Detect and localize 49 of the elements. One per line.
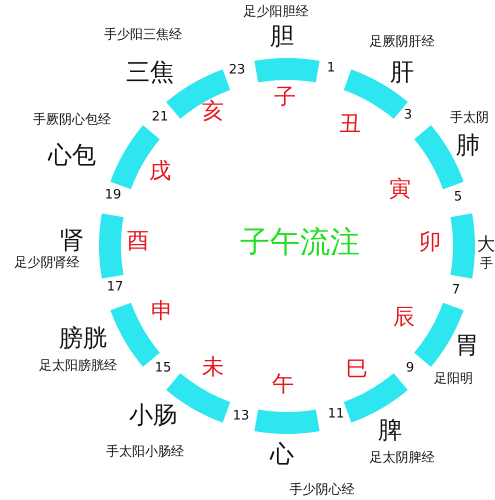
meridian-label: 手少阴心经 (290, 484, 354, 496)
hour-number: 23 (228, 64, 246, 76)
organ-label: 脾 (378, 418, 402, 442)
meridian-label: 手 (480, 258, 493, 270)
branch-character: 午 (272, 374, 294, 396)
hour-number: 21 (152, 110, 168, 124)
branch-character: 戌 (149, 161, 171, 183)
meridian-label: 手厥阴心包经 (33, 114, 111, 126)
hour-number: 3 (404, 108, 412, 122)
branch-character: 子 (274, 87, 296, 109)
organ-label: 心 (270, 442, 294, 466)
organ-label: 胆 (270, 24, 294, 48)
meridian-label: 手太阴 (450, 112, 489, 124)
branch-character: 酉 (127, 231, 149, 253)
hour-number: 1 (326, 62, 336, 74)
branch-character: 辰 (393, 307, 415, 329)
hour-number: 9 (406, 362, 414, 374)
meridian-label: 足厥阴肝经 (370, 36, 434, 48)
organ-label: 胃 (455, 333, 479, 357)
hour-number: 19 (104, 188, 122, 202)
diagram-title: 子午流注 (240, 228, 360, 258)
meridian-label: 手太阳小肠经 (106, 446, 184, 458)
organ-label: 肺 (456, 133, 480, 157)
organ-label: 肾 (60, 228, 84, 252)
hour-number: 17 (106, 280, 124, 294)
hour-number: 13 (232, 410, 250, 422)
branch-character: 申 (151, 301, 173, 323)
organ-label: 肝 (390, 60, 414, 84)
hour-number: 7 (452, 284, 460, 296)
branch-character: 卯 (419, 232, 441, 254)
meridian-label: 足少阳胆经 (244, 6, 308, 18)
branch-character: 丑 (339, 114, 361, 136)
organ-label: 心包 (48, 143, 96, 167)
organ-label: 三焦 (126, 60, 174, 84)
branch-character: 未 (202, 357, 224, 379)
meridian-label: 手少阳三焦经 (104, 28, 182, 42)
hour-number: 15 (154, 362, 172, 374)
meridian-label: 足阳明 (434, 372, 473, 386)
meridian-label: 足太阴脾经 (370, 452, 434, 464)
branch-character: 巳 (346, 359, 368, 381)
meridian-label: 足少阴肾经 (14, 256, 80, 270)
branch-character: 亥 (202, 101, 224, 123)
organ-label: 大 (477, 236, 495, 254)
hour-number: 11 (328, 408, 344, 420)
hour-number: 5 (454, 190, 462, 204)
branch-character: 寅 (389, 179, 411, 201)
meridian-label: 足太阳膀胱经 (39, 360, 117, 372)
organ-label: 膀胱 (59, 326, 107, 350)
organ-label: 小肠 (129, 403, 177, 427)
